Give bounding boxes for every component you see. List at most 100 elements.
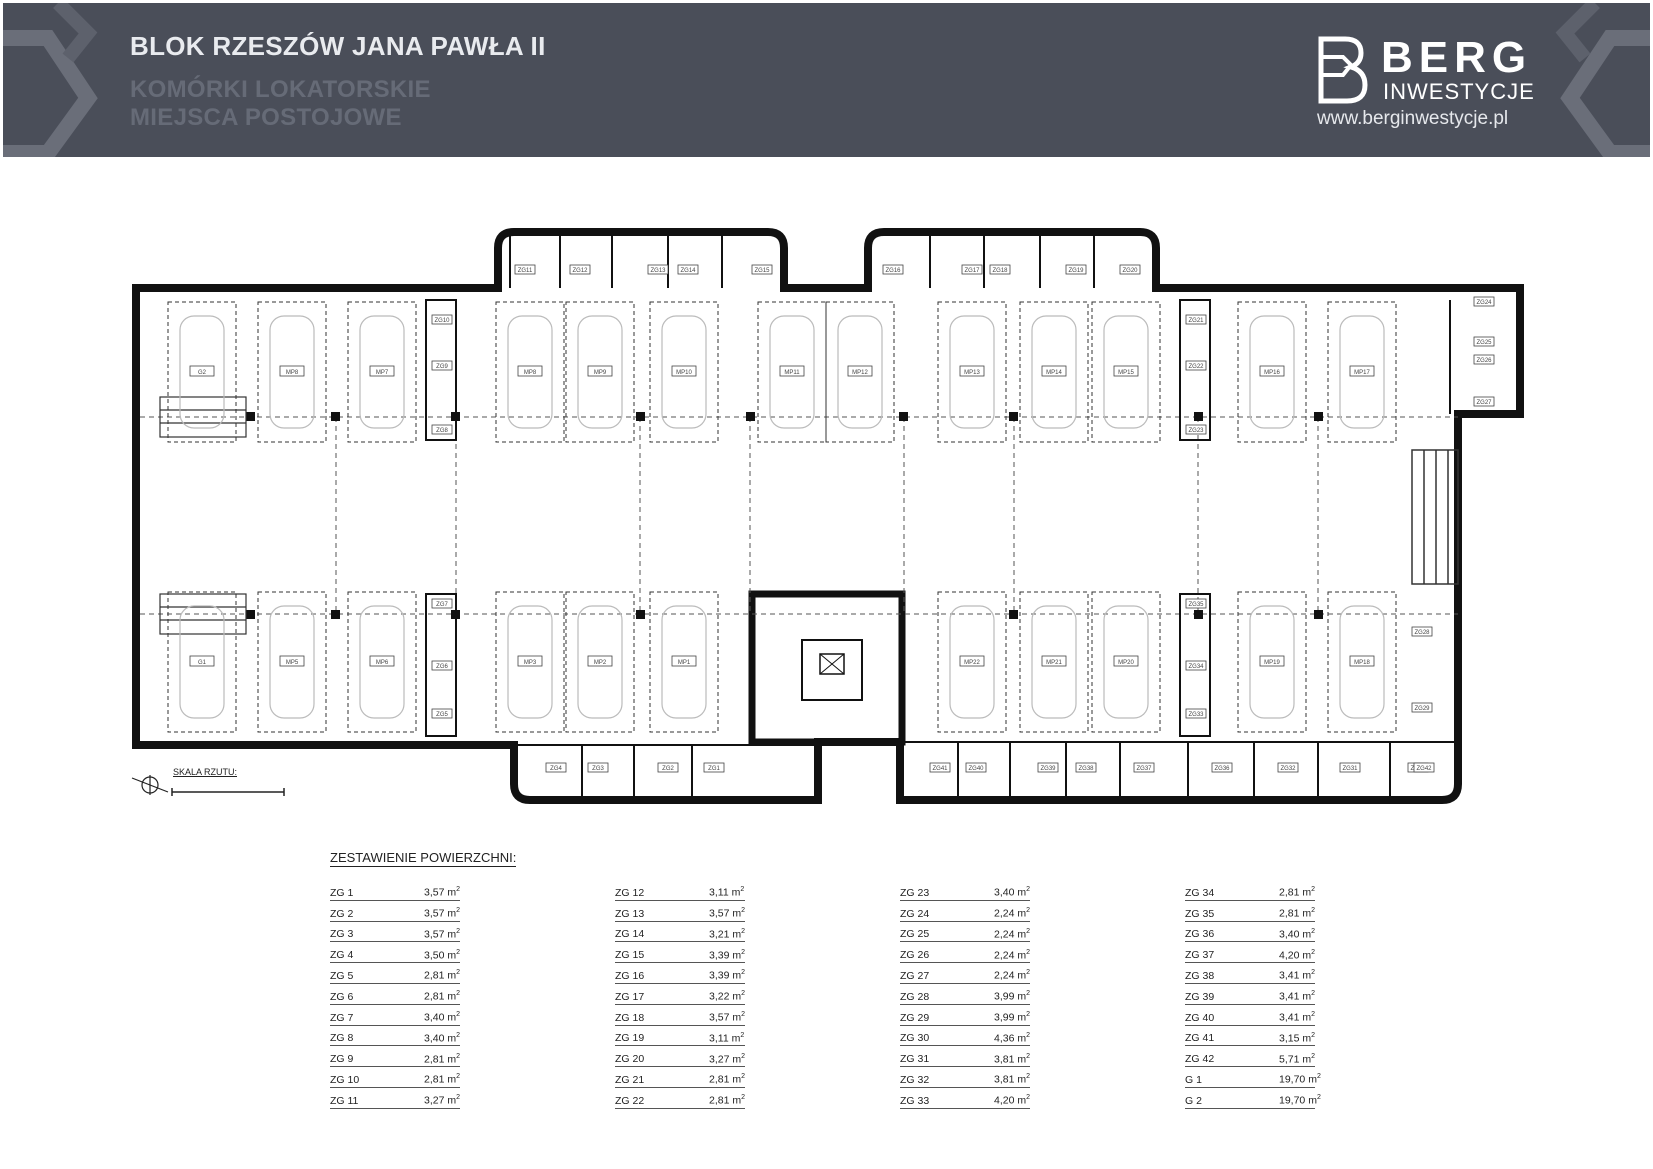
parking-spot-label: MP17 [1354, 370, 1370, 376]
storage-label: ZG42 [1416, 766, 1432, 772]
storage-label-box [569, 264, 591, 275]
room-area: 2,81 m2 [424, 1073, 461, 1086]
parking-spot-label: MP14 [1046, 370, 1062, 376]
car-outline-icon [577, 605, 623, 719]
storage-label: ZG7 [436, 602, 448, 608]
storage-label-box [751, 264, 773, 275]
storage-label-box [1473, 354, 1495, 365]
room-area: 3,40 m2 [994, 886, 1031, 899]
parking-spot: MP10 [649, 301, 719, 443]
parking-spot-label: MP15 [1118, 370, 1134, 376]
storage-label: ZG21 [1188, 318, 1204, 324]
room-area: 3,11 m2 [709, 886, 745, 899]
parking-spot-label: MP8 [286, 370, 299, 376]
room-name: G 1 [1185, 1073, 1202, 1086]
storage-label-box [1119, 264, 1141, 275]
car-outline-icon [661, 605, 707, 719]
room-name: ZG 32 [900, 1073, 930, 1086]
storage-label-box [929, 762, 951, 773]
room-area: 4,20 m2 [994, 1094, 1031, 1107]
room-area: 3,99 m2 [994, 1011, 1031, 1024]
room-area: 2,81 m2 [424, 990, 461, 1003]
parking-spot: MP14 [1019, 301, 1089, 443]
parking-spot: G1 [167, 591, 237, 733]
storage-label-box [1133, 762, 1155, 773]
room-name: ZG 10 [330, 1073, 360, 1086]
storage-label-box [431, 660, 453, 671]
room-area: 3,81 m2 [994, 1052, 1031, 1066]
garage-racks [159, 396, 247, 635]
parking-spot: MP5 [257, 591, 327, 733]
car-outline-icon [837, 315, 883, 429]
storage-label: ZG15 [754, 268, 770, 274]
summary-row: ZG 10 2,81 m2 [330, 1067, 460, 1088]
room-name: ZG 16 [615, 969, 645, 982]
storage-label: ZG20 [1122, 268, 1138, 274]
room-area: 3,57 m2 [709, 907, 746, 920]
parking-spot-label: MP1 [678, 660, 691, 666]
car-outline-icon [1339, 315, 1385, 429]
brand-name: BERG [1381, 33, 1533, 82]
car-outline-icon [577, 315, 623, 429]
storage-label: ZG8 [436, 428, 448, 434]
room-area: 3,99 m2 [994, 990, 1031, 1003]
storage-label: ZG39 [1040, 766, 1056, 772]
parking-spot-label: MP13 [964, 370, 980, 376]
room-area: 3,50 m2 [424, 948, 461, 962]
parking-spot-label: G2 [198, 370, 207, 376]
room-name: ZG 30 [900, 1032, 930, 1045]
parking-spot-label: MP20 [1118, 660, 1134, 666]
storage-label: ZG16 [885, 268, 901, 274]
parking-spot-label: MP7 [376, 370, 389, 376]
room-area: 2,24 m2 [994, 927, 1031, 941]
storage-label: ZG29 [1414, 706, 1430, 712]
room-area: 2,81 m2 [1279, 907, 1316, 920]
storage-label-box [431, 360, 453, 371]
room-area: 3,40 m2 [1279, 927, 1316, 941]
parking-spot: G2 [167, 301, 237, 443]
storage-label: ZG33 [1188, 712, 1204, 718]
room-name: ZG 42 [1185, 1053, 1215, 1066]
room-name: ZG 24 [900, 907, 930, 920]
storage-label-box [989, 264, 1011, 275]
parking-spot: MP9 [565, 301, 635, 443]
storage-label-box [1185, 424, 1207, 435]
summary-title: ZESTAWIENIE POWIERZCHNI: [330, 850, 517, 867]
storage-label: ZG3 [592, 766, 604, 772]
parking-spot: MP17 [1327, 301, 1397, 443]
room-area: 3,57 m2 [709, 1011, 746, 1024]
structural-grid [140, 416, 1458, 615]
parking-spot: MP21 [1019, 591, 1089, 733]
car-outline-icon [269, 605, 315, 719]
room-name: ZG 5 [330, 969, 354, 982]
car-outline-icon [179, 315, 225, 429]
room-area: 3,57 m2 [424, 907, 461, 920]
room-name: G 2 [1185, 1094, 1202, 1107]
room-name: ZG 19 [615, 1032, 645, 1045]
storage-label: ZG18 [992, 268, 1008, 274]
room-area: 3,21 m2 [709, 927, 746, 941]
room-area: 19,70 m2 [1279, 1073, 1321, 1086]
room-name: ZG 33 [900, 1094, 930, 1107]
storage-label-box [1473, 296, 1495, 307]
storage-label-box [1411, 626, 1433, 637]
room-name: ZG 22 [615, 1094, 645, 1107]
page-title: BLOK RZESZÓW JANA PAWŁA II [130, 31, 546, 61]
brand-url-link[interactable]: www.berginwestycje.pl [1317, 108, 1509, 129]
storage-label-box [1339, 762, 1361, 773]
room-area: 4,20 m2 [1279, 948, 1316, 962]
